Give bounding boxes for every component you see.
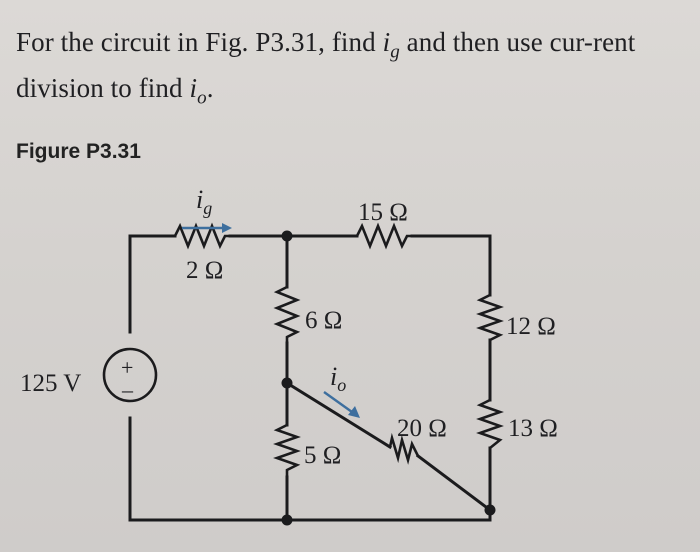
wire-diag-a [284, 380, 393, 450]
io-variable: i [189, 73, 198, 104]
ig-arrow-head [222, 223, 232, 233]
label-6-ohm: 6 Ω [305, 307, 342, 334]
label-io-sub: o [337, 375, 346, 395]
figure-label: Figure P3.31 [16, 140, 141, 163]
label-ig-sub: g [203, 198, 212, 218]
label-15-ohm: 15 Ω [358, 199, 408, 226]
resistor-12-ohm [476, 293, 504, 342]
label-io: io [330, 362, 346, 395]
junction-right-bottom [484, 504, 496, 516]
io-arrow-shaft [323, 391, 353, 413]
io-arrow-head [348, 406, 360, 418]
label-20-ohm: 20 Ω [397, 415, 447, 442]
wires [128, 234, 493, 522]
junction-top [281, 230, 293, 242]
wire-diag-b [415, 453, 493, 513]
resistor-13-ohm [476, 398, 504, 450]
label-12-ohm: 12 Ω [506, 313, 556, 340]
wire-bottom [128, 416, 492, 522]
resistor-15-ohm [355, 222, 412, 250]
label-2-ohm: 2 Ω [186, 257, 223, 284]
junction-mid [281, 377, 293, 389]
label-source-voltage: 125 V [20, 370, 81, 397]
problem-statement: For the circuit in Fig. P3.31, find ig a… [16, 24, 691, 117]
problem-text-part1: For the circuit in Fig. P3.31, find [16, 27, 383, 57]
resistor-5-ohm [273, 423, 301, 477]
problem-text-part2: and then use cur-rent division to find [16, 27, 636, 104]
label-13-ohm: 13 Ω [508, 415, 558, 442]
resistor-2-ohm [173, 222, 230, 250]
source-minus-sign: – [121, 377, 134, 402]
label-5-ohm: 5 Ω [304, 442, 341, 469]
source-plus-sign: + [121, 355, 133, 380]
resistor-6-ohm [273, 285, 301, 343]
problem-text-end: . [206, 73, 214, 104]
wire-top-right [410, 234, 492, 297]
label-ig-symbol: i [196, 185, 203, 214]
io-subscript: o [197, 87, 207, 109]
resistor-20-ohm [388, 432, 420, 465]
label-io-symbol: i [330, 362, 337, 391]
junction-bottom [281, 514, 293, 526]
ig-variable: i [382, 27, 391, 57]
wire-left-top [128, 234, 177, 334]
label-ig: ig [196, 185, 212, 218]
voltage-source [102, 347, 158, 403]
ig-subscript: g [390, 41, 400, 63]
